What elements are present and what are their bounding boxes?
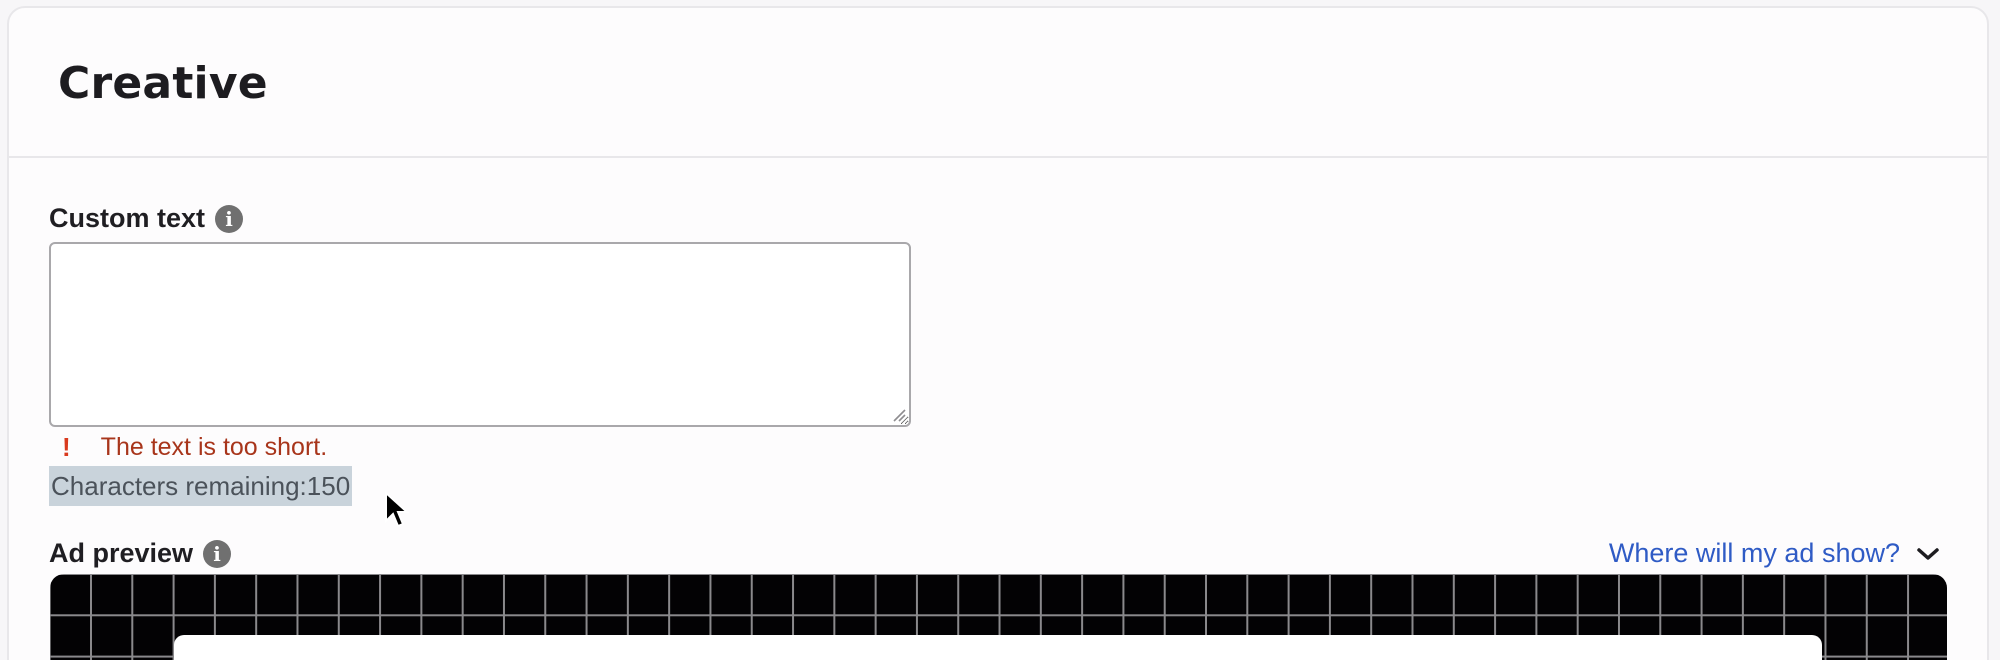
where-will-my-ad-show-link[interactable]: Where will my ad show? [1608,538,1900,568]
chevron-down-icon [1917,547,1939,560]
characters-remaining: Characters remaining:150 [49,466,353,506]
ad-preview-label: Ad preview i [49,538,232,569]
card-header: Creative [9,8,1987,158]
ad-preview-label-text: Ad preview [49,538,194,568]
ad-preview-card [174,635,1822,660]
custom-text-label-text: Custom text [49,203,206,233]
where-will-my-ad-show-toggle[interactable]: Where will my ad show? [1609,538,1940,569]
card-title: Creative [58,58,268,109]
info-icon[interactable]: i [215,204,244,233]
custom-text-label: Custom text i [49,203,244,234]
info-icon[interactable]: i [203,539,232,568]
error-message: The text is too short. [100,433,328,461]
validation-error: ! The text is too short. [62,432,327,463]
mouse-cursor-icon [385,491,410,528]
custom-text-input[interactable] [49,242,911,427]
error-icon: ! [62,432,71,462]
